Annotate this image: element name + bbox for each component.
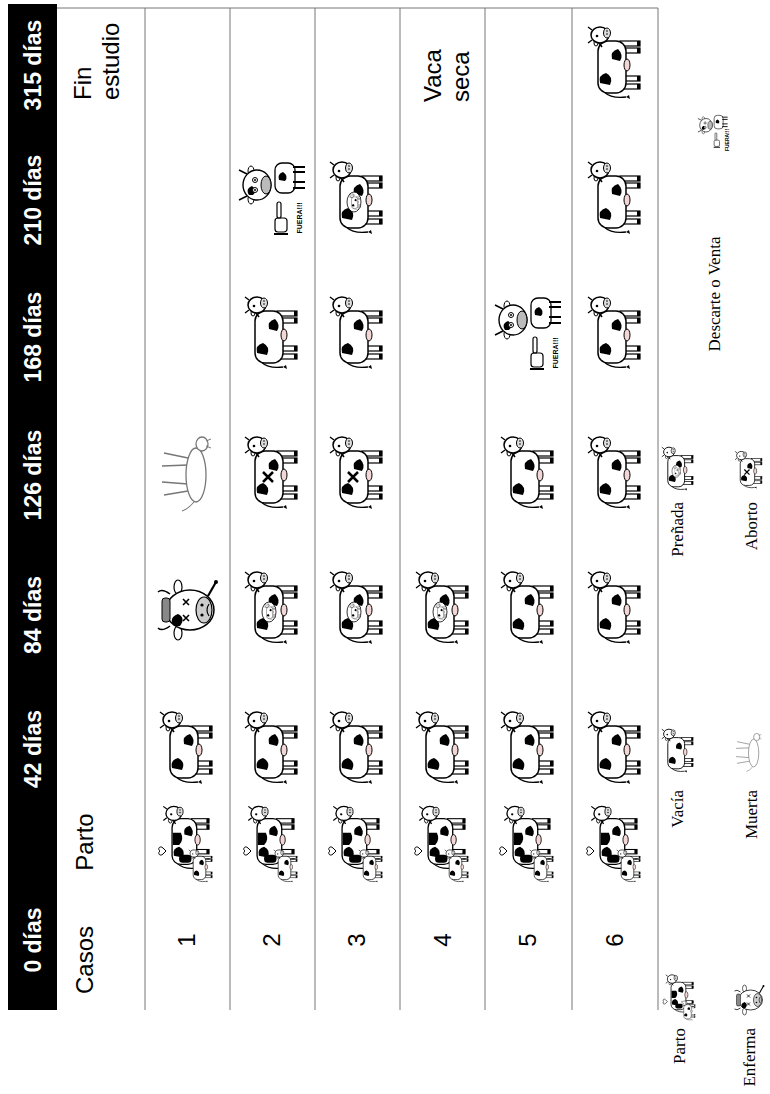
case-number: 2 (258, 933, 286, 946)
legend-entry: Muerta (742, 790, 762, 839)
legend-text: Descarte o Venta (705, 237, 725, 352)
label-holder: Fin estudio (69, 8, 124, 100)
legend-text: Enferma (740, 1028, 760, 1087)
label-holder: 3 (343, 933, 371, 946)
time-header-band: 0 días 42 días 84 días 126 días 168 días 210 … (8, 4, 57, 1010)
time-label: 126 días (19, 430, 46, 521)
legend-entry: Descarte o Venta (705, 237, 725, 352)
time-label-holder: 168 días (19, 292, 46, 383)
label-holder: 1 (173, 933, 201, 946)
time-label-holder: 210 días (19, 155, 46, 246)
time-label: 0 días (19, 907, 46, 972)
cell-note: Vaca seca (419, 18, 474, 102)
time-label-holder: 126 días (19, 430, 46, 521)
event-heading: Parto (71, 813, 99, 870)
label-holder: 5 (514, 933, 542, 946)
label-holder: FUERA!!! (288, 202, 306, 233)
legend-text: Parto (670, 1028, 690, 1064)
column-heading: Casos (71, 926, 99, 994)
label-holder: FUERA!!! (544, 337, 562, 368)
time-label: 42 días (19, 710, 46, 788)
legend-icons (662, 115, 765, 1020)
legend-entry: Preñada (668, 502, 688, 557)
time-label-holder: 315 días (19, 20, 46, 111)
time-label-holder: 42 días (19, 710, 46, 788)
time-label-holder: 0 días (19, 907, 46, 972)
case-number: 5 (514, 933, 542, 946)
case-number: 1 (173, 933, 201, 946)
legend-text: Preñada (668, 502, 688, 557)
icon-text: FUERA!!! (725, 129, 731, 151)
label-holder: Vaca seca (419, 18, 474, 102)
label-holder: 6 (601, 933, 629, 946)
label-holder: 4 (429, 933, 457, 946)
case-number: 6 (601, 933, 629, 946)
time-label-holder: 84 días (19, 576, 46, 654)
legend-entry: Vacía (668, 790, 688, 828)
end-note: Fin estudio (69, 8, 124, 100)
table-rules (57, 8, 658, 1010)
legend-text: Muerta (742, 790, 762, 839)
label-holder: FUERA!!! (715, 129, 733, 151)
label-holder: 2 (258, 933, 286, 946)
legend-entry: Parto (670, 1028, 690, 1064)
case-number: 3 (343, 933, 371, 946)
icon-text: FUERA!!! (296, 202, 304, 233)
legend-entry: Enferma (740, 1028, 760, 1087)
legend-text: Vacía (668, 790, 688, 828)
time-label: 315 días (19, 20, 46, 111)
case-number: 4 (429, 933, 457, 946)
legend-entry: Aborto (742, 502, 762, 550)
label-holder: Casos (71, 926, 99, 994)
case-icons (158, 27, 640, 882)
time-label: 210 días (19, 155, 46, 246)
label-holder: Parto (71, 813, 99, 870)
time-label: 84 días (19, 576, 46, 654)
legend-text: Aborto (742, 502, 762, 550)
icon-text: FUERA!!! (552, 337, 560, 368)
time-label: 168 días (19, 292, 46, 383)
